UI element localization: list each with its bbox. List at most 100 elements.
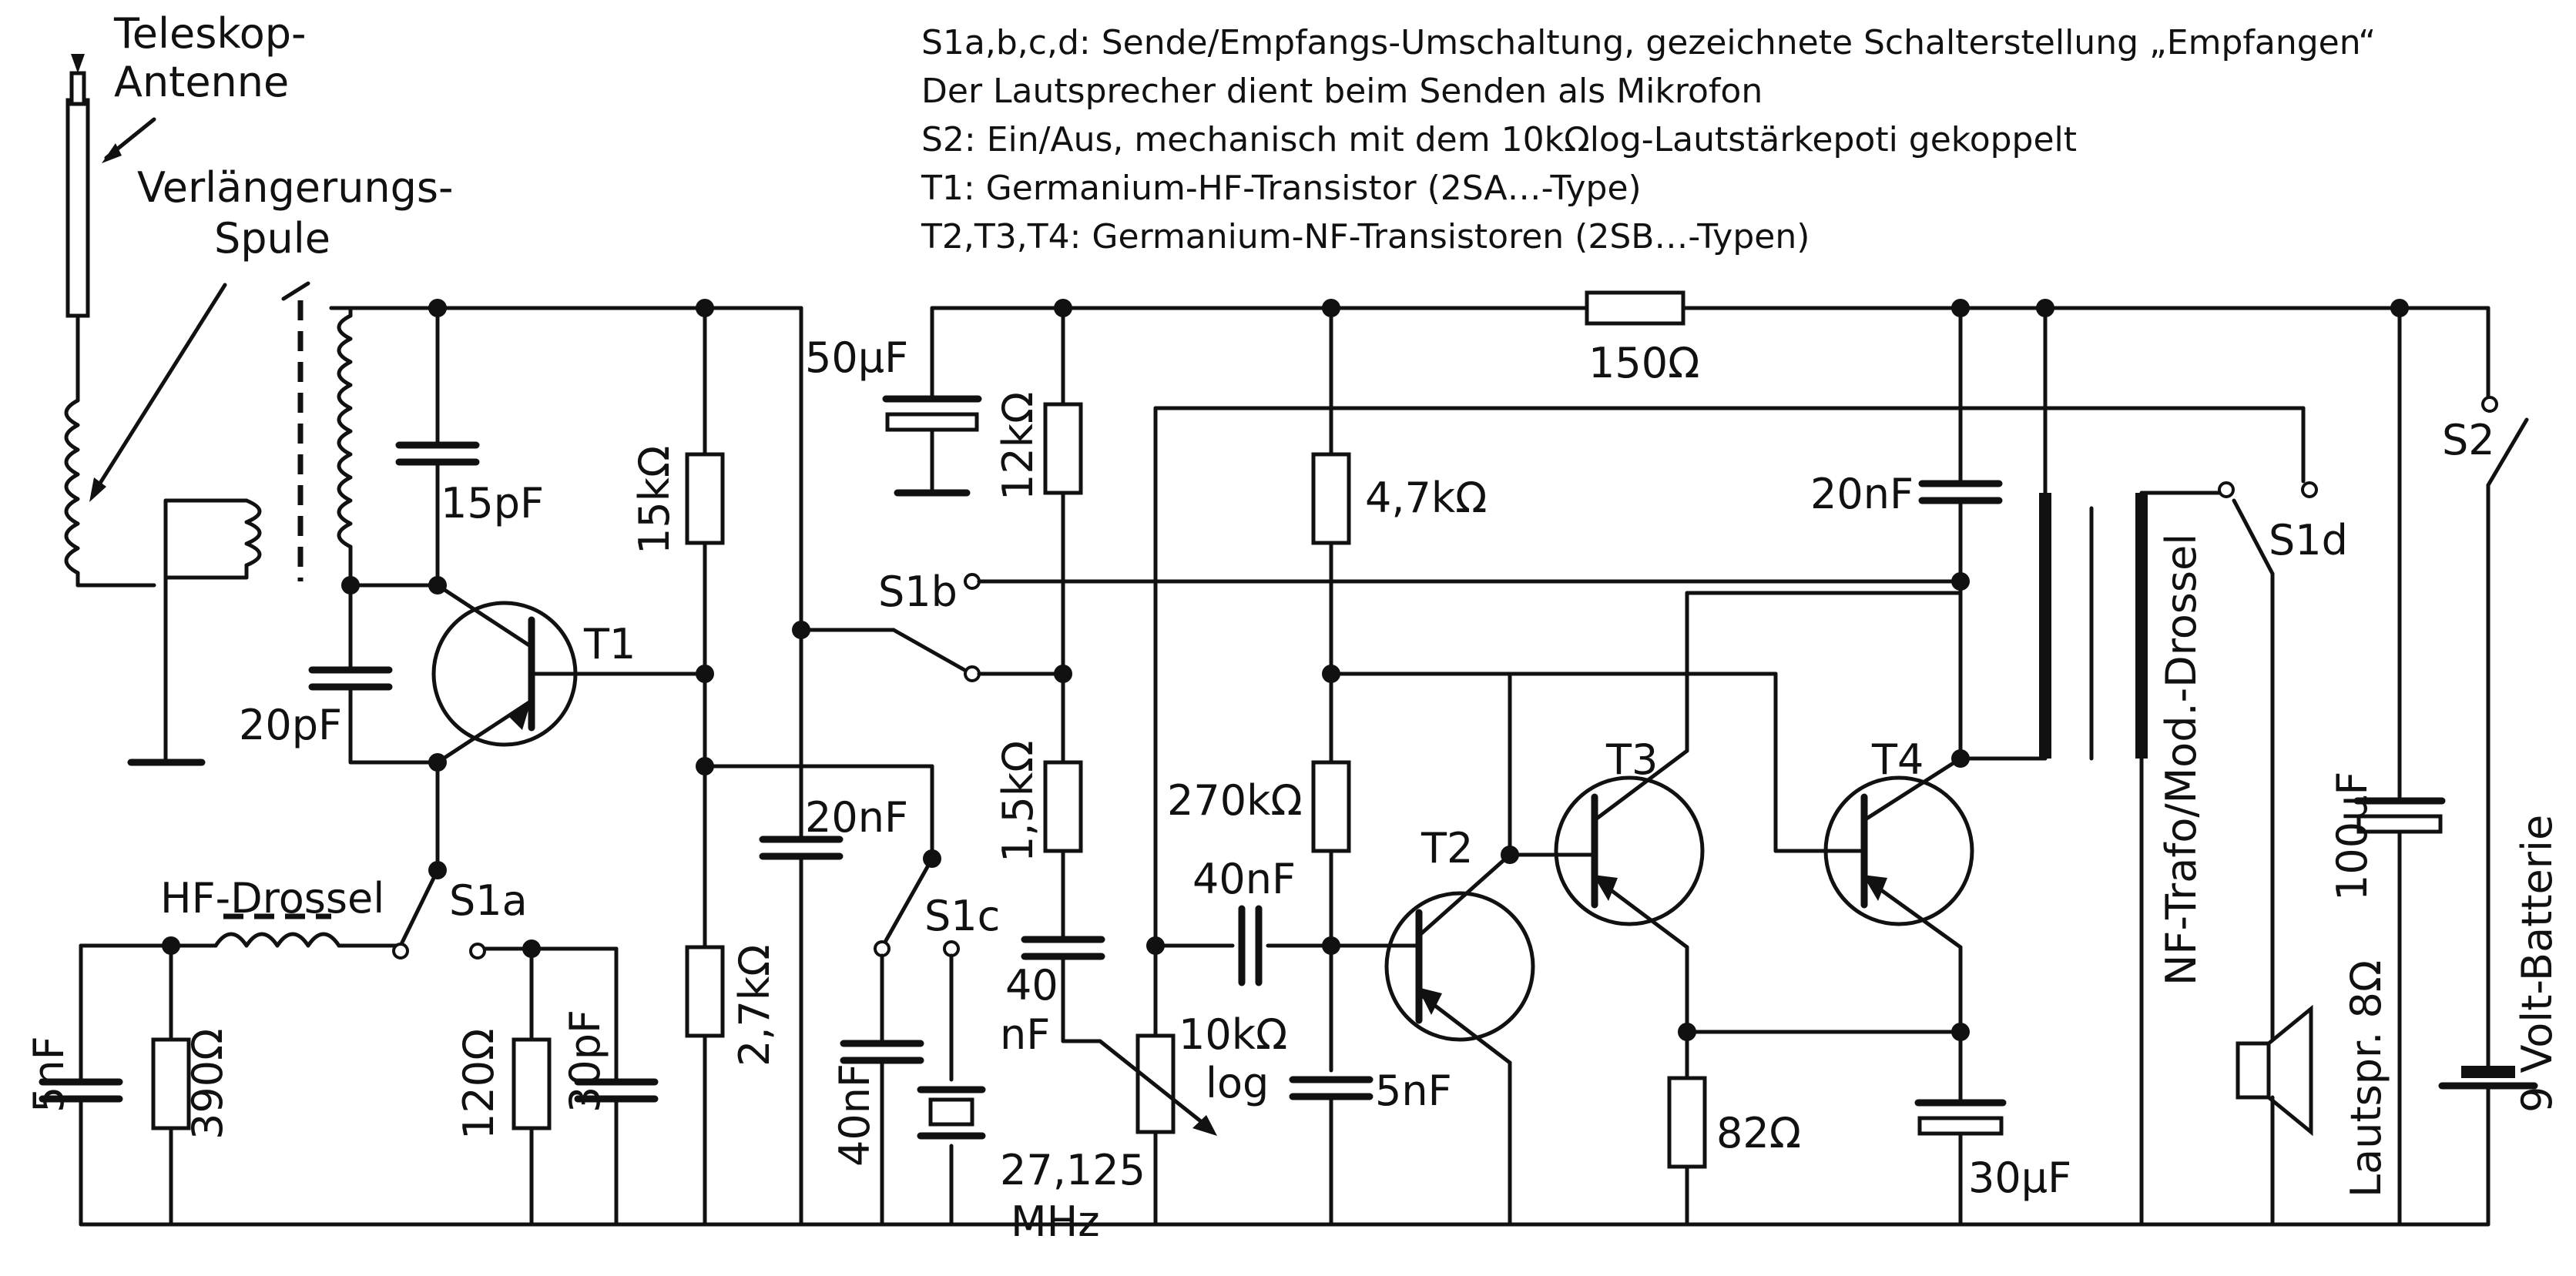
t1-collector (435, 583, 534, 649)
junction (696, 665, 714, 683)
junction (2036, 299, 2054, 317)
telescopic-antenna (64, 54, 156, 588)
label-c100uf: 100µF (2328, 772, 2376, 902)
label-t2: T2 (1420, 824, 1473, 872)
coupling-link-coil (127, 498, 262, 766)
label-pot-1: 10kΩ (1179, 1010, 1287, 1059)
label-c20pf: 20pF (239, 701, 342, 749)
note-speaker: Der Lautsprecher dient beim Senden als M… (921, 72, 1763, 111)
label-r390: 390Ω (183, 1029, 232, 1140)
note-switch: S1a,b,c,d: Sende/Empfangs-Umschaltung, g… (921, 23, 2376, 62)
junction (1951, 572, 1970, 591)
t3-emitter-arrow (1593, 875, 1618, 901)
note-t234: T2,T3,T4: Germanium-NF-Transistoren (2SB… (921, 217, 1810, 256)
junction (1678, 1023, 1696, 1041)
c50u-plate-2 (885, 412, 979, 432)
junction (1054, 299, 1072, 317)
antenna-tip (69, 71, 86, 106)
junction (162, 936, 180, 955)
s1c-terminal-tx (943, 940, 960, 957)
hf-choke (213, 932, 341, 948)
pot-wiper-arrow (1192, 1115, 1217, 1136)
junction (428, 753, 447, 772)
label-r12k: 12kΩ (994, 392, 1042, 501)
label-s1b: S1b (878, 568, 958, 616)
notes: S1a,b,c,d: Sende/Empfangs-Umschaltung, g… (921, 23, 2376, 256)
r270k-body (1311, 760, 1351, 853)
junction (522, 939, 541, 958)
t2-body (1384, 891, 1535, 1042)
label-c30pf: 30pF (561, 1010, 609, 1113)
r2k7-body (685, 945, 725, 1038)
junction (1322, 936, 1340, 955)
label-battery: 9 Volt-Batterie (2513, 815, 2561, 1113)
junction (1951, 299, 1970, 317)
junction (696, 299, 714, 317)
r390-body (151, 1037, 191, 1130)
r150-body (1585, 290, 1685, 326)
r120-body (512, 1037, 552, 1130)
s1c-terminal-rx (874, 940, 891, 957)
label-r2k7: 2,7kΩ (730, 945, 779, 1067)
label-c30uf: 30µF (1968, 1154, 2071, 1202)
s1a-terminal-tx (469, 943, 486, 960)
mod-column (1021, 306, 2306, 1227)
speaker-magnet (2236, 1041, 2271, 1100)
t4-emitter-arrow (1863, 875, 1887, 901)
t2-emitter-arrow (1417, 987, 1442, 1015)
pot-wiper (1098, 1039, 1212, 1130)
s1d-terminal-tx (2218, 481, 2235, 498)
pot-body (1135, 1033, 1176, 1134)
label-t1: T1 (583, 620, 636, 668)
antenna-pointer-head (102, 143, 122, 163)
s1bc-stage (799, 573, 1963, 1227)
label-c20nf-b: 20nF (1810, 470, 1914, 518)
label-r15k: 15kΩ (630, 446, 679, 554)
tuning-arrow (281, 281, 310, 301)
t1-stage (308, 306, 934, 1227)
label-t3: T3 (1605, 735, 1658, 784)
r82-body (1667, 1076, 1707, 1169)
junction (341, 576, 360, 594)
label-speaker: Lautspr. 8Ω (2342, 960, 2390, 1197)
coil-label-2: Spule (214, 214, 330, 263)
label-c40nf-b: 40nF (1192, 855, 1296, 903)
junction (1146, 936, 1165, 955)
note-s2: S2: Ein/Aus, mechanisch mit dem 10kΩlog-… (921, 120, 2077, 159)
label-r270k: 270kΩ (1167, 776, 1303, 825)
t2-collector (1417, 852, 1512, 938)
s1a-blade (398, 868, 440, 948)
tank-coil (337, 313, 353, 549)
label-transformer: NF-Trafo/Mod.-Drossel (2157, 534, 2205, 986)
extension-coil (64, 398, 80, 575)
coil-pointer-head (89, 477, 106, 502)
label-r82: 82Ω (1716, 1109, 1801, 1157)
s1b-terminal-tx (964, 573, 981, 590)
label-t4: T4 (1871, 735, 1924, 784)
note-t1: T1: Germanium-HF-Transistor (2SA…-Type) (921, 169, 1642, 208)
main-supply-rail (882, 290, 2490, 497)
label-r120: 120Ω (454, 1029, 503, 1140)
t4-collector (1862, 756, 1963, 822)
label-r150: 150Ω (1588, 339, 1699, 387)
s1b-terminal-rx (964, 665, 981, 682)
label-r4k7: 4,7kΩ (1365, 474, 1487, 522)
junction (428, 861, 447, 879)
label-c15pf: 15pF (441, 479, 544, 527)
label-r1k5: 1,5kΩ (994, 741, 1042, 862)
output-stage (2039, 306, 2538, 1227)
s1a-stage (39, 868, 659, 1227)
t3-collector (1592, 749, 1689, 822)
link-coil (244, 498, 262, 568)
junction (1322, 299, 1340, 317)
junction (1322, 665, 1340, 683)
label-c40-1: 40 (1005, 961, 1058, 1010)
label-s1c: S1c (924, 892, 1000, 940)
s1d-blade (2232, 498, 2275, 576)
junction (1951, 1023, 1970, 1041)
r15k-body (685, 452, 725, 545)
label-s1d: S1d (2269, 516, 2348, 564)
label-c50uf: 50µF (805, 333, 908, 382)
coil-label-1: Verlängerungs- (137, 163, 454, 212)
